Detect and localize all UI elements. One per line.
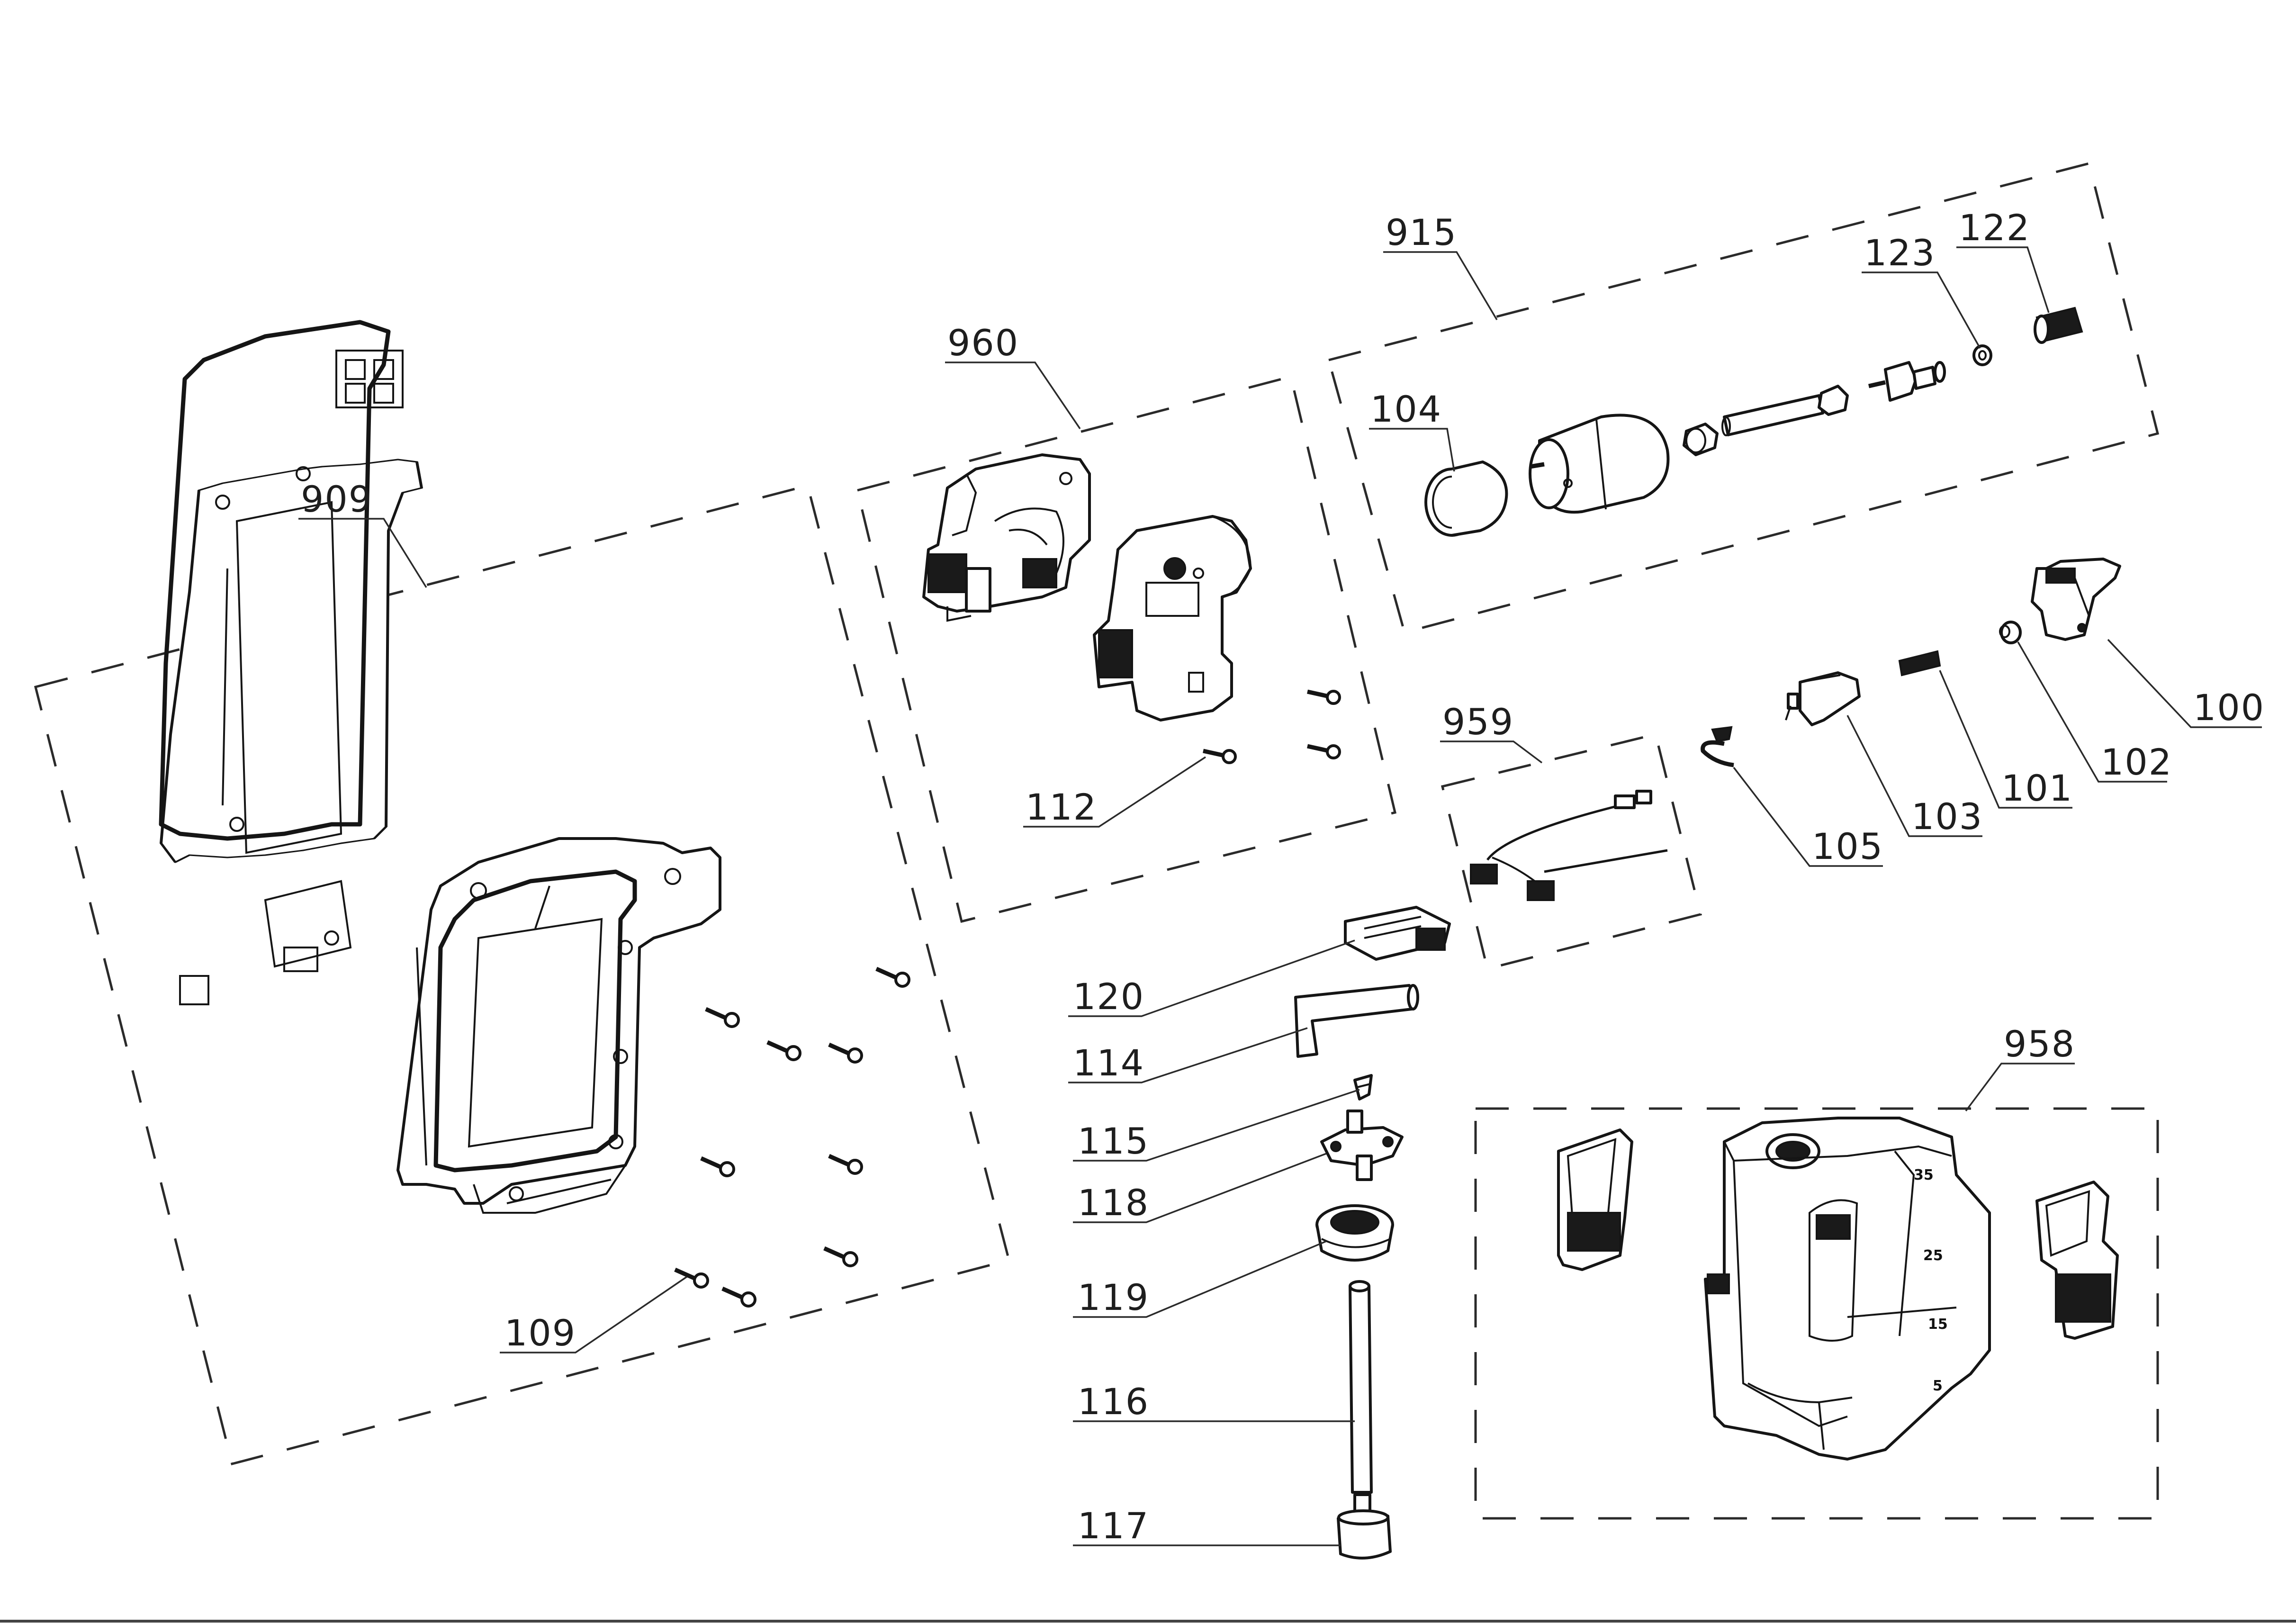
screw — [766, 1040, 801, 1061]
pump-head-118 — [1320, 1110, 1404, 1181]
callout-122: 122 — [1959, 207, 2030, 249]
washer-123 — [1972, 344, 1992, 366]
callout-114: 114 — [1073, 1042, 1144, 1084]
coupling-nut — [1683, 423, 1719, 456]
gear-housing-left — [922, 453, 1091, 622]
nozzle-tip-122 — [2034, 307, 2083, 344]
callout-959: 959 — [1442, 701, 1514, 743]
gear-housing-right — [1093, 515, 1252, 722]
callout-119: 119 — [1078, 1276, 1149, 1318]
screw — [721, 1286, 756, 1308]
callout-120: 120 — [1073, 975, 1144, 1018]
suction-tube-116 — [1349, 1280, 1373, 1494]
screw — [1203, 749, 1237, 764]
shaft-clip — [1818, 385, 1849, 416]
callout-958: 958 — [2004, 1023, 2075, 1065]
callout-960: 960 — [947, 322, 1019, 364]
tank-mark-25: 25 — [1923, 1247, 1943, 1264]
callout-102: 102 — [2101, 741, 2172, 783]
screw — [875, 966, 910, 988]
group-959-boundary — [1441, 732, 1702, 971]
callout-118: 118 — [1078, 1182, 1149, 1224]
screw — [1307, 689, 1341, 705]
group-909-boundary — [34, 484, 1011, 1466]
screw — [705, 1007, 740, 1028]
screw — [700, 1156, 735, 1177]
callout-labels: 909 960 915 123 122 104 959 112 100 102 … — [301, 207, 2265, 1547]
callout-103: 103 — [1911, 795, 1983, 838]
callout-100: 100 — [2193, 686, 2265, 729]
leader-lines — [298, 246, 2262, 1546]
tank-mark-5: 5 — [1933, 1378, 1943, 1394]
valve-115 — [1353, 1074, 1373, 1101]
switch-plate-120 — [1344, 906, 1451, 961]
callout-123: 123 — [1864, 232, 1936, 274]
spring-101 — [1898, 650, 1941, 677]
callout-915: 915 — [1386, 211, 1457, 253]
callout-112: 112 — [1026, 786, 1097, 828]
group-960-boundary — [855, 375, 1397, 923]
tank-mark-35: 35 — [1914, 1167, 1934, 1183]
group-958-boundary — [1474, 1107, 2159, 1520]
callout-116: 116 — [1078, 1380, 1149, 1423]
wiring-harness-959 — [1470, 790, 1668, 901]
screw — [828, 1154, 863, 1175]
wire-clip-105 — [1701, 726, 1734, 767]
screw — [823, 1246, 858, 1267]
screw — [828, 1042, 863, 1064]
screw-set-109 — [674, 966, 910, 1308]
seal-ring-119 — [1315, 1204, 1394, 1262]
micro-switch-103 — [1785, 671, 1861, 726]
screw — [1307, 744, 1341, 759]
filter-117 — [1337, 1493, 1392, 1560]
tank-clip-right — [2035, 1181, 2119, 1340]
callout-101: 101 — [2001, 767, 2073, 809]
callout-117: 117 — [1078, 1505, 1149, 1547]
callout-104: 104 — [1370, 388, 1442, 430]
callout-109: 109 — [504, 1312, 576, 1354]
motor — [1529, 414, 1670, 514]
housing-left-half — [159, 320, 423, 1005]
trigger-100 — [2031, 558, 2121, 641]
bearing-sleeve-104 — [1424, 460, 1508, 537]
drive-shaft — [1721, 394, 1824, 436]
button-102 — [1999, 621, 2022, 644]
tank-clip-left — [1557, 1128, 1633, 1271]
tank-body: 35 25 15 5 — [1704, 1117, 1991, 1461]
callout-909: 909 — [301, 478, 372, 520]
callout-115: 115 — [1078, 1120, 1149, 1162]
elbow-tube-114 — [1294, 984, 1419, 1058]
callout-105: 105 — [1812, 825, 1883, 867]
tank-mark-15: 15 — [1928, 1316, 1948, 1333]
spray-nozzle-shaft — [1868, 361, 1946, 402]
screw — [674, 1267, 709, 1289]
housing-right-half — [396, 837, 721, 1214]
screw-set-112 — [1203, 689, 1341, 764]
group-915-boundary — [1327, 162, 2160, 634]
